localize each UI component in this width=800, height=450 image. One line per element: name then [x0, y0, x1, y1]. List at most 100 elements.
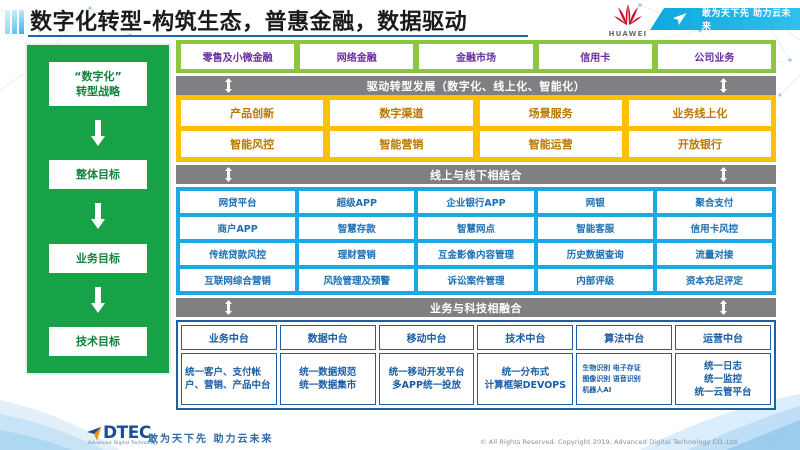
- divider-label: 驱动转型发展（数字化、线上化、智能化）: [366, 79, 586, 93]
- layers-stack: 零售及小微金融 网络金融 金融市场 信用卡 公司业务 驱动转型发展（数字化、线上…: [176, 40, 776, 410]
- sidebar-item-1[interactable]: 整体目标: [49, 160, 147, 190]
- service-2-2[interactable]: 互金影像内容管理: [418, 243, 534, 265]
- dtec-triangle-icon: [87, 427, 101, 440]
- midplatform-body-0: 统一客户、支付帐户、营销、产品中台: [181, 353, 277, 405]
- capability-0-1[interactable]: 数字渠道: [330, 100, 473, 126]
- blue-row-0: 网贷平台 超级APP 企业银行APP 网银 聚合支付: [180, 191, 773, 213]
- service-0-0[interactable]: 网贷平台: [180, 191, 296, 213]
- slide-footer: DTEC Advanced Digital Technology 敢为天下先 助…: [0, 408, 800, 450]
- midplatform-col-2: 移动中台 统一移动开发平台多APP统一投放: [378, 325, 475, 405]
- divider-label: 业务与科技相融合: [430, 301, 522, 315]
- strategy-sidebar: “数字化”转型战略 整体目标 业务目标 技术目标: [25, 43, 171, 375]
- midplatform-col-1: 数据中台 统一数据规范统一数据集市: [279, 325, 376, 405]
- copyright-text: © All Rights Reserved. Copyright 2019, A…: [480, 438, 738, 446]
- paper-plane-icon: [672, 13, 687, 25]
- header-bars-decoration: [5, 10, 27, 34]
- service-3-1[interactable]: 风险管理及预警: [299, 269, 415, 291]
- title-underline: [28, 35, 528, 37]
- business-line-2[interactable]: 金融市场: [419, 44, 533, 69]
- dtec-wordmark: DTEC: [103, 423, 151, 443]
- up-down-arrow-icon: [225, 300, 232, 315]
- service-3-4[interactable]: 资本充足评定: [656, 269, 773, 291]
- midplatform-col-3: 技术中台 统一分布式计算框架DEVOPS: [477, 325, 574, 405]
- dtec-logo: DTEC: [85, 423, 151, 443]
- down-arrow-icon: [91, 203, 105, 230]
- sidebar-item-2[interactable]: 业务目标: [49, 243, 147, 273]
- capability-1-0[interactable]: 智能风控: [181, 131, 324, 157]
- capability-0-0[interactable]: 产品创新: [181, 100, 324, 126]
- service-2-4[interactable]: 流量对接: [656, 243, 773, 265]
- banner-text: 敢为天下先 助力云未来: [701, 9, 792, 32]
- service-1-2[interactable]: 智慧网点: [418, 217, 534, 239]
- divider-business-tech-fusion: 业务与科技相融合: [176, 298, 776, 317]
- midplatform-head-0[interactable]: 业务中台: [181, 325, 277, 350]
- midplatform-body-1: 统一数据规范统一数据集市: [279, 353, 376, 405]
- sidebar-item-3[interactable]: 技术目标: [49, 326, 147, 356]
- midplatform-band: 业务中台 统一客户、支付帐户、营销、产品中台 数据中台 统一数据规范统一数据集市…: [176, 320, 776, 410]
- up-down-arrow-icon: [720, 78, 727, 93]
- midplatform-head-5[interactable]: 运营中台: [675, 325, 771, 350]
- midplatform-col-5: 运营中台 统一日志统一监控统一云管平台: [675, 325, 771, 405]
- blue-row-2: 传统贷款风控 理财营销 互金影像内容管理 历史数据查询 流量对接: [180, 243, 773, 265]
- divider-label: 线上与线下相结合: [430, 168, 522, 182]
- midplatform-head-4[interactable]: 算法中台: [576, 325, 673, 350]
- service-1-3[interactable]: 智能客服: [537, 217, 653, 239]
- service-0-4[interactable]: 聚合支付: [656, 191, 773, 213]
- capability-1-2[interactable]: 智能运营: [479, 131, 622, 157]
- footer-slogan: 敢为天下先 助力云未来: [148, 434, 274, 445]
- sidebar-item-0[interactable]: “数字化”转型战略: [49, 62, 147, 107]
- page-number: 10: [763, 434, 782, 449]
- capability-1-1[interactable]: 智能营销: [330, 131, 473, 157]
- capability-0-3[interactable]: 业务线上化: [628, 100, 771, 126]
- huawei-logo: HUAWEI: [600, 2, 656, 38]
- midplatform-head-2[interactable]: 移动中台: [378, 325, 475, 350]
- service-1-1[interactable]: 智慧存款: [299, 217, 415, 239]
- capability-0-2[interactable]: 场景服务: [479, 100, 622, 126]
- business-line-1[interactable]: 网络金融: [300, 44, 414, 69]
- orange-row-1: 智能风控 智能营销 智能运营 开放银行: [181, 131, 771, 157]
- service-3-3[interactable]: 内部评级: [537, 269, 653, 291]
- service-3-0[interactable]: 互联网综合营销: [180, 269, 296, 291]
- midplatform-head-3[interactable]: 技术中台: [477, 325, 574, 350]
- service-2-3[interactable]: 历史数据查询: [537, 243, 653, 265]
- service-1-4[interactable]: 信用卡风控: [656, 217, 773, 239]
- down-arrow-icon: [91, 286, 105, 313]
- service-0-1[interactable]: 超级APP: [299, 191, 415, 213]
- midplatform-head-1[interactable]: 数据中台: [279, 325, 376, 350]
- orange-row-0: 产品创新 数字渠道 场景服务 业务线上化: [181, 100, 771, 126]
- service-3-2[interactable]: 诉讼案件管理: [418, 269, 534, 291]
- dtec-tagline: Advanced Digital Technology: [88, 441, 159, 446]
- midplatform-body-3: 统一分布式计算框架DEVOPS: [477, 353, 574, 405]
- online-offline-band: 网贷平台 超级APP 企业银行APP 网银 聚合支付 商户APP 智慧存款 智慧…: [176, 187, 776, 295]
- service-0-3[interactable]: 网银: [537, 191, 653, 213]
- slide-header: 数字化转型-构筑生态，普惠金融，数据驱动 HUAWEI 敢为天下先 助力云未来: [0, 0, 800, 40]
- up-down-arrow-icon: [225, 167, 232, 182]
- up-down-arrow-icon: [225, 78, 232, 93]
- business-line-0[interactable]: 零售及小微金融: [181, 44, 295, 69]
- service-1-0[interactable]: 商户APP: [180, 217, 296, 239]
- midplatform-body-2: 统一移动开发平台多APP统一投放: [378, 353, 475, 405]
- service-0-2[interactable]: 企业银行APP: [418, 191, 534, 213]
- up-down-arrow-icon: [720, 167, 727, 182]
- business-lines-row: 零售及小微金融 网络金融 金融市场 信用卡 公司业务: [176, 40, 776, 73]
- header-banner: 敢为天下先 助力云未来: [650, 8, 800, 30]
- midplatform-body-5: 统一日志统一监控统一云管平台: [675, 353, 771, 405]
- capability-1-3[interactable]: 开放银行: [628, 131, 771, 157]
- huawei-flower-icon: [614, 4, 642, 25]
- blue-row-3: 互联网综合营销 风险管理及预警 诉讼案件管理 内部评级 资本充足评定: [180, 269, 773, 291]
- page-title: 数字化转型-构筑生态，普惠金融，数据驱动: [30, 10, 468, 35]
- business-line-3[interactable]: 信用卡: [538, 44, 652, 69]
- divider-drive-transformation: 驱动转型发展（数字化、线上化、智能化）: [176, 76, 776, 95]
- midplatform-body-4: 生物识别 电子存证图像识别 语音识别机器人AI: [576, 353, 673, 405]
- service-2-1[interactable]: 理财营销: [299, 243, 415, 265]
- midplatform-col-0: 业务中台 统一客户、支付帐户、营销、产品中台: [181, 325, 277, 405]
- down-arrow-icon: [91, 120, 105, 147]
- huawei-wordmark: HUAWEI: [608, 30, 648, 38]
- divider-online-offline: 线上与线下相结合: [176, 165, 776, 184]
- blue-row-1: 商户APP 智慧存款 智慧网点 智能客服 信用卡风控: [180, 217, 773, 239]
- midplatform-grid: 业务中台 统一客户、支付帐户、营销、产品中台 数据中台 统一数据规范统一数据集市…: [181, 325, 771, 405]
- diagram-canvas: “数字化”转型战略 整体目标 业务目标 技术目标 零售及小微金融 网络金融 金融…: [0, 40, 800, 410]
- up-down-arrow-icon: [720, 300, 727, 315]
- service-2-0[interactable]: 传统贷款风控: [180, 243, 296, 265]
- business-line-4[interactable]: 公司业务: [657, 44, 772, 69]
